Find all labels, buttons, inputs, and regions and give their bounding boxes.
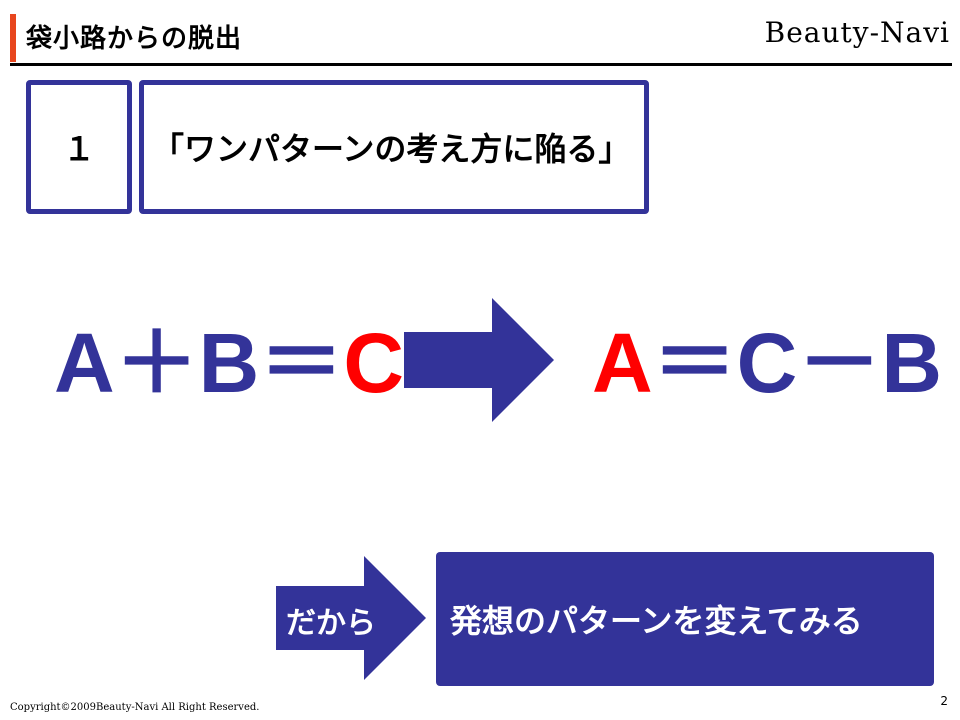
equation-right: A＝C－B (592, 318, 942, 408)
title-divider (10, 63, 952, 66)
copyright-notice: Copyright©2009Beauty-Navi All Right Rese… (10, 702, 260, 713)
section-heading: 「ワンパターンの考え方に陥る」 (152, 130, 631, 168)
conclusion-arrow-icon (276, 556, 426, 680)
brand-logo: Beauty-Navi (764, 16, 950, 49)
conclusion-box: 発想のパターンを変えてみる (436, 552, 934, 686)
conclusion-text: 発想のパターンを変えてみる (450, 602, 863, 640)
equation-left: A＋B＝C (54, 318, 404, 408)
page-number: 2 (940, 694, 948, 708)
title-accent-bar (10, 14, 16, 62)
right-arrow-icon (404, 298, 554, 422)
section-number: １ (62, 130, 95, 168)
conclusion-arrow-label: だから (286, 606, 376, 641)
slide-title: 袋小路からの脱出 (26, 24, 243, 54)
equation-left-part1: A＋B＝ (54, 316, 344, 410)
section-heading-box: 「ワンパターンの考え方に陥る」 (139, 80, 649, 214)
equation-left-part2: C (343, 316, 404, 410)
equation-right-part1: A (592, 316, 653, 410)
equation-right-part2: ＝C－B (652, 316, 942, 410)
section-number-box: １ (26, 80, 132, 214)
